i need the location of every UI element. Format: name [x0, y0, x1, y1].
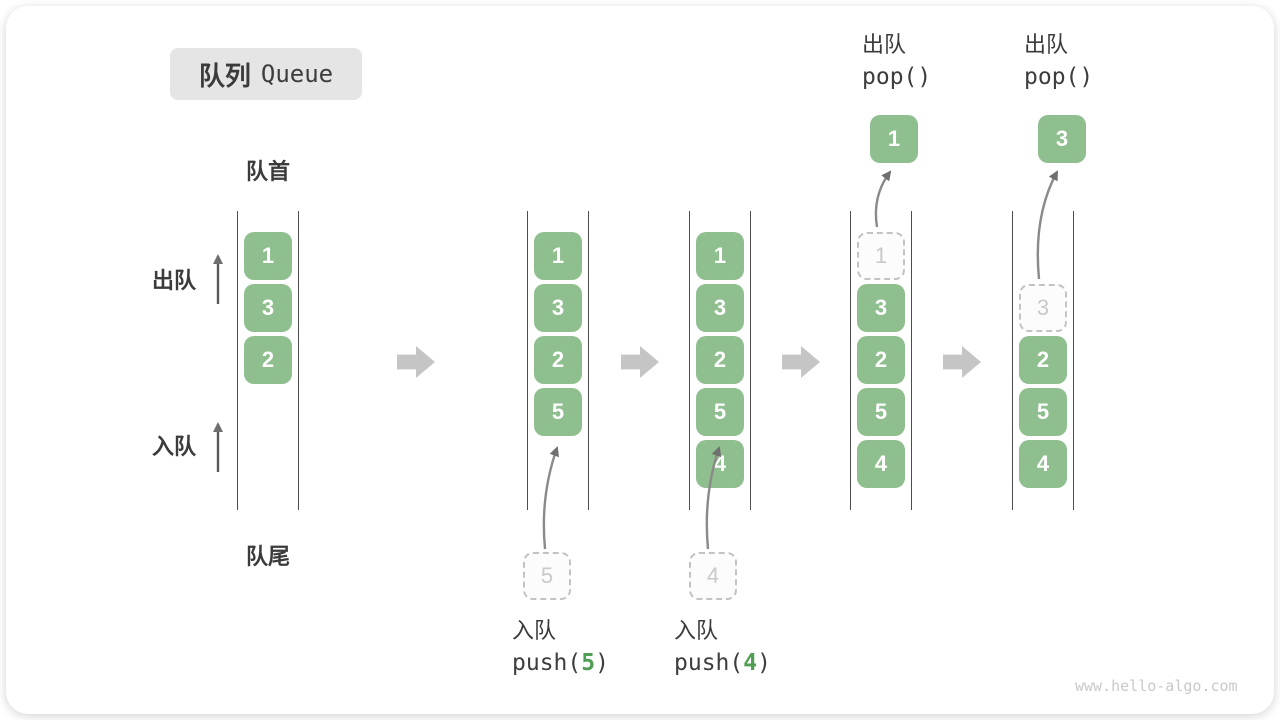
- title-zh: 队列: [198, 60, 251, 91]
- push4-label: 入队: [674, 618, 719, 643]
- queue-state-5: 3 2 5 4: [1012, 211, 1074, 510]
- pop1-code: pop(): [862, 64, 932, 90]
- queue-item: 4: [857, 440, 905, 488]
- queue-item: 1: [244, 232, 292, 280]
- enqueue-side-label: 入队: [152, 434, 197, 459]
- ghost-item: 1: [857, 232, 905, 280]
- ghost-item: 3: [1019, 284, 1067, 332]
- pop1-label: 出队: [862, 32, 907, 57]
- queue-state-3: 1 3 2 5 4: [689, 211, 751, 510]
- transition-arrow-icon: [621, 346, 659, 378]
- pop2-label: 出队: [1024, 32, 1069, 57]
- push5-label: 入队: [512, 618, 557, 643]
- queue-diagram: 队列 Queue 队首 队尾 出队 入队 1 3 2 1 3 2 5 5 入队 …: [6, 6, 1274, 714]
- push5-annotation: 入队 push(5): [512, 616, 609, 680]
- queue-item: 5: [534, 388, 582, 436]
- title-en: Queue: [260, 60, 334, 88]
- queue-item: 5: [1019, 388, 1067, 436]
- watermark: www.hello-algo.com: [1075, 677, 1238, 695]
- queue-item: 2: [534, 336, 582, 384]
- queue-item: 5: [857, 388, 905, 436]
- transition-arrow-icon: [397, 346, 435, 378]
- transition-arrow-icon: [782, 346, 820, 378]
- queue-item: 3: [857, 284, 905, 332]
- queue-item: 2: [857, 336, 905, 384]
- dequeue-side-label: 出队: [152, 268, 197, 293]
- push5-code: push(5): [512, 650, 609, 676]
- push4-arg: 4: [743, 650, 758, 676]
- push4-code: push(4): [674, 650, 771, 676]
- queue-item: 2: [244, 336, 292, 384]
- queue-item: 4: [696, 440, 744, 488]
- push4-annotation: 入队 push(4): [674, 616, 771, 680]
- queue-state-2: 1 3 2 5: [527, 211, 589, 510]
- queue-state-4: 1 3 2 5 4: [850, 211, 912, 510]
- queue-rear-label: 队尾: [245, 544, 290, 569]
- staged-item-5: 5: [523, 552, 571, 600]
- staged-item-4: 4: [689, 552, 737, 600]
- queue-state-1: 1 3 2: [237, 211, 299, 510]
- queue-item: 1: [696, 232, 744, 280]
- queue-item: 3: [534, 284, 582, 332]
- push5-arg: 5: [581, 650, 596, 676]
- pop2-annotation: 出队 pop(): [1024, 30, 1093, 94]
- queue-item: 1: [534, 232, 582, 280]
- queue-item: 2: [696, 336, 744, 384]
- queue-item: 5: [696, 388, 744, 436]
- queue-item: 3: [244, 284, 292, 332]
- popped-item-3: 3: [1038, 115, 1086, 163]
- transition-arrow-icon: [943, 346, 981, 378]
- queue-item: 4: [1019, 440, 1067, 488]
- queue-front-label: 队首: [245, 159, 290, 184]
- pop1-annotation: 出队 pop(): [862, 30, 931, 94]
- title-badge: 队列 Queue: [170, 48, 362, 100]
- queue-item: 3: [696, 284, 744, 332]
- pop2-code: pop(): [1024, 64, 1094, 90]
- queue-item: 2: [1019, 336, 1067, 384]
- popped-item-1: 1: [870, 115, 918, 163]
